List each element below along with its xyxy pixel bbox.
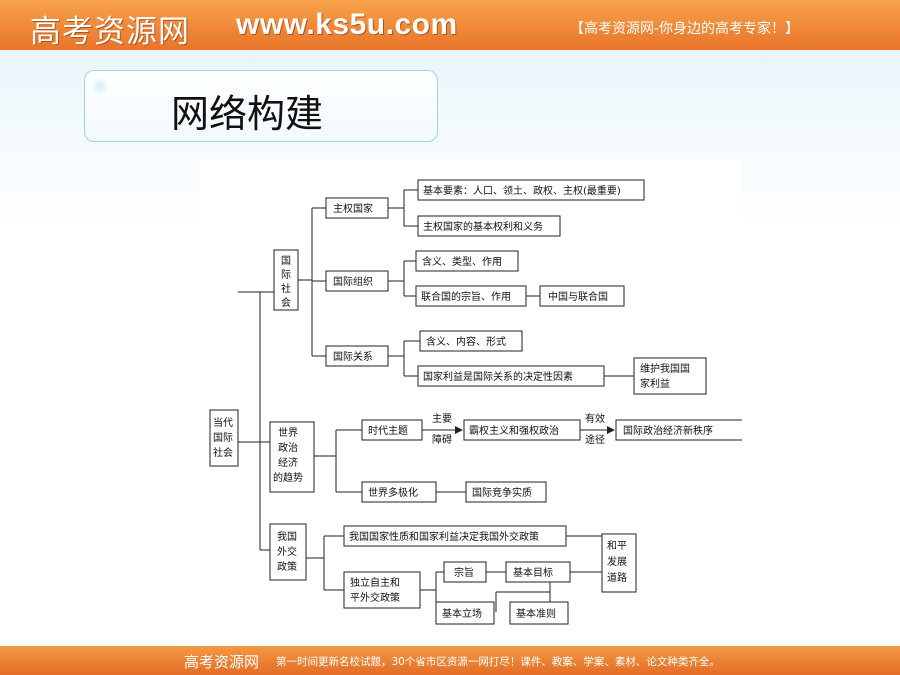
- node-heping: [601, 533, 637, 593]
- root-line-3: 社会: [213, 446, 233, 459]
- arrow2-line-1: 有效: [585, 412, 605, 425]
- root-line-1: 当代: [213, 416, 233, 429]
- diagram-panel: 当代 国际 社会 国 际 社 会 主权国家 基本要素：人口、领土、政权、主权(最…: [200, 160, 763, 634]
- node-mubiao: [505, 561, 571, 583]
- node-branch1: [273, 249, 299, 311]
- node-zuzhi: [325, 270, 389, 292]
- lichang-label: 基本立场: [442, 607, 482, 620]
- node-zuzhi-item1: [415, 250, 519, 272]
- guojia-item1-label: 基本要素：人口、领土、政权、主权(最重要): [423, 184, 621, 197]
- branch2-line-2: 政治: [278, 441, 298, 454]
- node-baquan: [463, 419, 581, 441]
- footer-text: 第一时间更新名校试题，30个省市区资源一网打尽！课件、教案、学案、素材、论文种类…: [276, 656, 720, 668]
- node-root: [209, 409, 239, 467]
- footer-bar: 高考资源网 第一时间更新名校试题，30个省市区资源一网打尽！课件、教案、学案、素…: [0, 646, 900, 675]
- arrow1-line-2: 障碍: [432, 433, 452, 446]
- title-box: 网络构建: [84, 70, 438, 142]
- mubiao-label: 基本目标: [513, 566, 553, 579]
- branch3-line-3: 政策: [277, 560, 297, 573]
- juece-label: 我国国家性质和国家利益决定我国外交政策: [349, 530, 539, 543]
- node-zhunze: [509, 601, 569, 625]
- node-lichang: [435, 601, 495, 625]
- site-url[interactable]: www.ks5u.com: [236, 8, 458, 41]
- heping-line-2: 发展: [607, 555, 627, 568]
- node-zuzhi-item2: [415, 285, 527, 307]
- node-guojia-item2: [417, 215, 561, 237]
- zuzhi-item3-label: 中国与联合国: [548, 290, 608, 303]
- branch1-line-2: 际: [281, 269, 291, 281]
- guanxi-item3-line-1: 维护我国国: [640, 362, 690, 375]
- title-accent-icon: [91, 77, 109, 95]
- zuzhi-label: 国际组织: [333, 275, 373, 288]
- heping-line-1: 和平: [607, 540, 627, 552]
- shidai-label: 时代主题: [368, 425, 408, 437]
- zhunze-label: 基本准则: [516, 607, 556, 620]
- branch1-line-3: 社: [281, 282, 291, 295]
- node-branch3: [269, 523, 307, 581]
- node-branch2: [269, 421, 315, 493]
- node-guanxi-item3: [633, 357, 707, 395]
- duli-line-2: 平外交政策: [350, 591, 400, 604]
- footer-brand[interactable]: 高考资源网: [184, 653, 260, 671]
- jingzheng-label: 国际竞争实质: [472, 486, 532, 499]
- branch2-line-3: 经济: [278, 456, 298, 469]
- branch1-line-4: 会: [281, 296, 291, 309]
- branch1-line-1: 国: [281, 255, 291, 267]
- duojihua-label: 世界多极化: [368, 486, 418, 499]
- node-guojia-item1: [417, 179, 645, 201]
- guojia-item2-label: 主权国家的基本权利和义务: [423, 220, 543, 233]
- baquan-label: 霸权主义和强权政治: [469, 424, 559, 437]
- arrow2-line-2: 途径: [585, 433, 605, 446]
- guanxi-label: 国际关系: [333, 350, 373, 363]
- zuzhi-item1-label: 含义、类型、作用: [422, 255, 502, 268]
- node-duli: [343, 571, 421, 609]
- node-guanxi: [325, 345, 389, 367]
- node-jingzheng: [465, 481, 547, 503]
- branch2-line-4: 的趋势: [273, 471, 303, 484]
- concept-map: 当代 国际 社会 国 际 社 会 主权国家 基本要素：人口、领土、政权、主权(最…: [209, 179, 763, 625]
- branch2-line-1: 世界: [278, 427, 298, 439]
- node-guanxi-item2: [417, 365, 605, 387]
- node-duojihua: [361, 481, 437, 503]
- heping-line-3: 道路: [607, 571, 627, 584]
- arrow1-line-1: 主要: [432, 413, 452, 425]
- xinzhixu-label: 国际政治经济新秩序: [623, 424, 713, 437]
- node-zongzhi: [443, 561, 487, 583]
- node-guojia: [325, 197, 389, 219]
- node-guanxi-item1: [419, 330, 523, 352]
- guanxi-item2-label: 国家利益是国际关系的决定性因素: [423, 370, 573, 383]
- guanxi-item1-label: 含义、内容、形式: [426, 335, 506, 348]
- node-juece: [343, 525, 567, 547]
- zongzhi-label: 宗旨: [454, 566, 474, 579]
- header-slogan: 【高考资源网-你身边的高考专家！】: [570, 21, 800, 37]
- brand-logo[interactable]: 高考资源网: [30, 14, 190, 50]
- guanxi-item3-line-2: 家利益: [640, 377, 670, 390]
- branch3-line-2: 外交: [277, 545, 297, 558]
- page-title: 网络构建: [171, 92, 324, 136]
- header-bar: 高考资源网 www.ks5u.com 【高考资源网-你身边的高考专家！】: [0, 0, 900, 50]
- guojia-label: 主权国家: [333, 202, 373, 215]
- root-line-2: 国际: [213, 432, 233, 444]
- node-shidai: [361, 419, 423, 441]
- node-zuzhi-item3: [539, 285, 625, 307]
- branch3-line-1: 我国: [277, 531, 297, 543]
- zuzhi-item2-label: 联合国的宗旨、作用: [421, 290, 511, 303]
- duli-line-1: 独立自主和: [350, 576, 400, 589]
